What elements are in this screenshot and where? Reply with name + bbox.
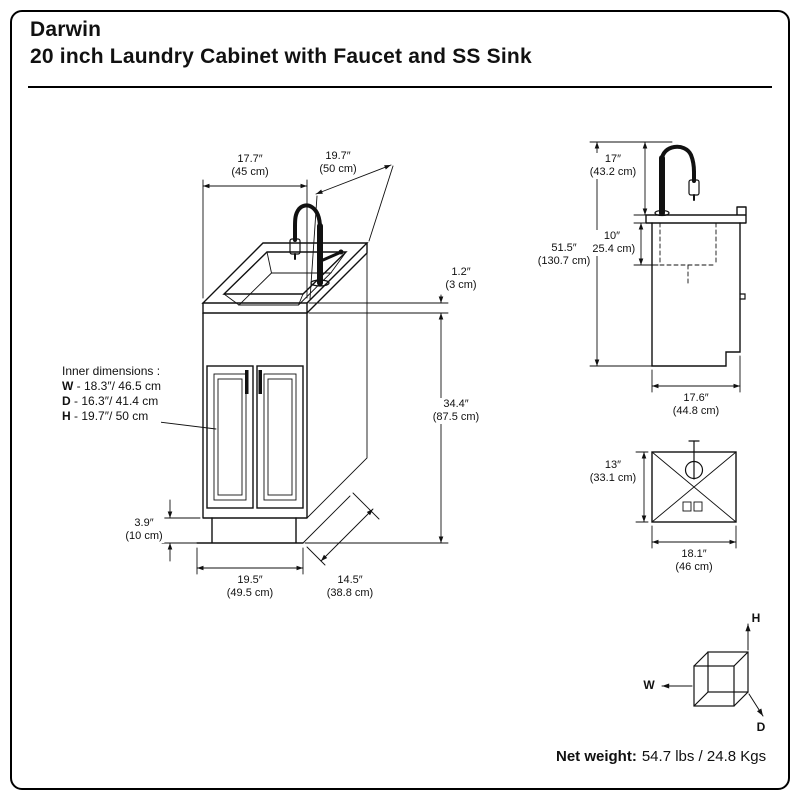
dim-metric: (50 cm): [319, 163, 357, 175]
front-view-cabinet: [196, 242, 369, 544]
side-view-cabinet: [645, 206, 747, 367]
net-weight: Net weight:54.7 lbs / 24.8 Kgs: [556, 748, 766, 765]
dim-front-rim-height: 1.2″ (3 cm): [443, 266, 479, 292]
dim-inches: 13″: [604, 459, 622, 471]
dim-side-total-height: 51.5″ (130.7 cm): [535, 242, 593, 268]
inner-dimensions-note: Inner dimensions : W - 18.3″/ 46.5 cm D …: [62, 364, 161, 424]
dim-metric: (33.1 cm): [589, 472, 637, 484]
dim-side-sink-depth: 10″ (25.4 cm): [586, 230, 638, 256]
dim-inches: 19.7″: [325, 150, 351, 162]
axis-cube: [661, 623, 764, 717]
dim-inches: 17.6″: [683, 392, 709, 404]
dim-metric: (45 cm): [231, 166, 269, 178]
inner-width-row: W - 18.3″/ 46.5 cm: [62, 379, 161, 394]
faucet-side: [654, 144, 700, 217]
dim-inches: 10″: [603, 230, 621, 242]
net-weight-value: 54.7 lbs / 24.8 Kgs: [641, 748, 767, 765]
dim-inches: 17″: [604, 153, 622, 165]
door-handles: [245, 370, 262, 394]
dim-front-base-width: 19.5″ (49.5 cm): [224, 574, 276, 600]
axis-label-h: H: [751, 611, 761, 625]
dim-front-top-depth: 19.7″ (50 cm): [317, 150, 359, 176]
inner-depth-label: D: [62, 394, 71, 408]
inner-depth-value: - 16.3″/ 41.4 cm: [74, 394, 159, 408]
dim-inches: 19.5″: [237, 574, 263, 586]
dim-metric: (87.5 cm): [432, 411, 480, 423]
dim-metric: (43.2 cm): [589, 166, 637, 178]
dim-metric: (44.8 cm): [672, 405, 720, 417]
inner-dimensions-heading: Inner dimensions :: [62, 364, 161, 378]
dim-front-top-width: 17.7″ (45 cm): [229, 153, 271, 179]
dim-side-faucet-height: 17″ (43.2 cm): [587, 153, 639, 179]
product-name: 20 inch Laundry Cabinet with Faucet and …: [30, 45, 532, 68]
sink-top-view: [651, 440, 737, 523]
dim-metric: (130.7 cm): [537, 255, 591, 267]
inner-depth-row: D - 16.3″/ 41.4 cm: [62, 394, 161, 409]
dim-top-sink-length: 18.1″ (46 cm): [673, 548, 715, 574]
dim-side-cabinet-depth: 17.6″ (44.8 cm): [670, 392, 722, 418]
inner-width-value: - 18.3″/ 46.5 cm: [76, 379, 161, 393]
axis-label-w: W: [643, 678, 655, 692]
dim-top-sink-width: 13″ (33.1 cm): [587, 459, 639, 485]
dim-inches: 3.9″: [134, 517, 154, 529]
front-view-dimension-lines: [117, 164, 449, 575]
top-view-dimension-lines: [635, 451, 737, 549]
dim-metric: (25.4 cm): [588, 243, 636, 255]
dim-inches: 17.7″: [237, 153, 263, 165]
dim-metric: (46 cm): [675, 561, 713, 573]
brand-name: Darwin: [30, 18, 102, 41]
axis-label-d: D: [756, 720, 766, 734]
title-divider: [28, 86, 772, 88]
dim-inches: 18.1″: [681, 548, 707, 560]
dim-inches: 1.2″: [451, 266, 471, 278]
net-weight-label: Net weight:: [556, 748, 637, 765]
product-title: Darwin 20 inch Laundry Cabinet with Fauc…: [30, 16, 532, 70]
dim-front-base-depth: 14.5″ (38.8 cm): [324, 574, 376, 600]
dim-metric: (3 cm): [445, 279, 477, 291]
faucet-front: [289, 203, 344, 287]
dim-metric: (49.5 cm): [226, 587, 274, 599]
dim-front-counter-height: 34.4″ (87.5 cm): [430, 398, 482, 424]
dim-metric: (38.8 cm): [326, 587, 374, 599]
dim-metric: (10 cm): [125, 530, 163, 542]
inner-height-row: H - 19.7″/ 50 cm: [62, 409, 161, 424]
dim-inches: 34.4″: [443, 398, 469, 410]
dim-front-toe-kick: 3.9″ (10 cm): [123, 517, 165, 543]
inner-height-value: - 19.7″/ 50 cm: [74, 409, 149, 423]
inner-height-label: H: [62, 409, 71, 423]
dim-inches: 51.5″: [551, 242, 577, 254]
dim-inches: 14.5″: [337, 574, 363, 586]
inner-width-label: W: [62, 379, 74, 393]
